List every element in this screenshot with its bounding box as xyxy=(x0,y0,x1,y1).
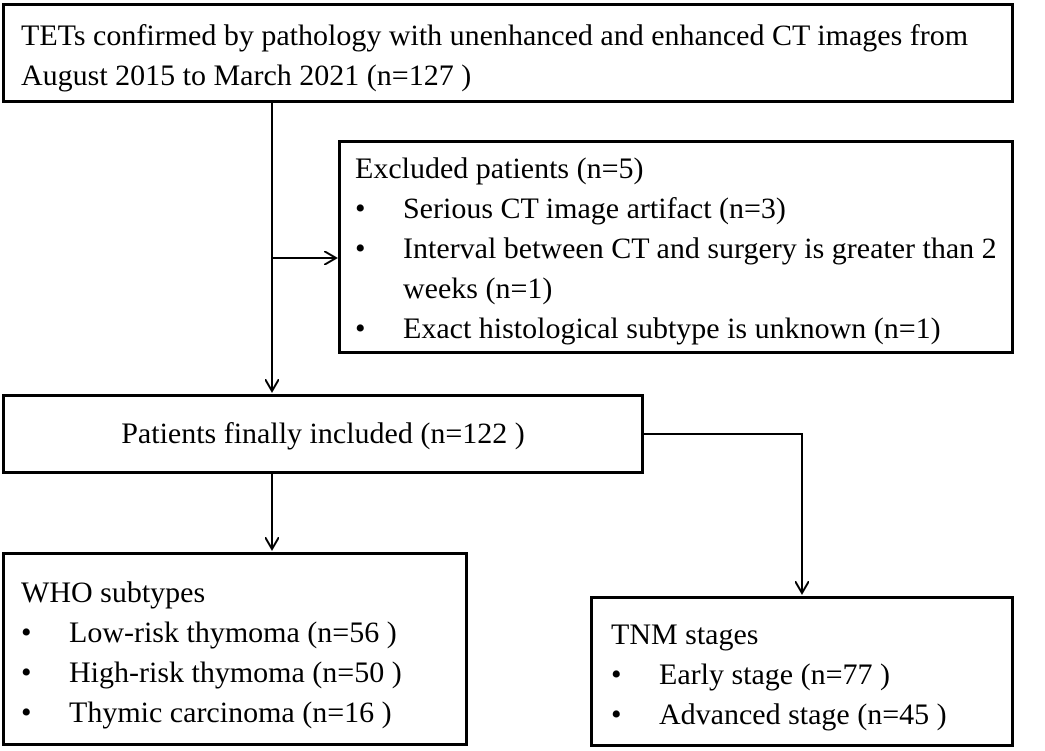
who-subtype-item: • Low-risk thymoma (n=56 ) xyxy=(21,613,465,653)
arrow-included-to-tnm xyxy=(644,433,802,593)
who-subtypes-list: • Low-risk thymoma (n=56 ) • High-risk t… xyxy=(21,613,465,733)
exclusion-reason-text: Serious CT image artifact (n=3) xyxy=(403,192,786,225)
bullet-icon: • xyxy=(611,658,622,691)
who-subtype-text: Low-risk thymoma (n=56 ) xyxy=(69,616,397,649)
excluded-patients-box: Excluded patients (n=5) • Serious CT ima… xyxy=(338,140,1014,354)
bullet-icon: • xyxy=(355,312,366,345)
who-subtype-item: • Thymic carcinoma (n=16 ) xyxy=(21,693,465,733)
exclusion-reason-item: • Exact histological subtype is unknown … xyxy=(355,309,1011,349)
bullet-icon: • xyxy=(355,232,366,265)
tnm-stage-text: Advanced stage (n=45 ) xyxy=(659,698,947,731)
exclusion-reason-item: • Interval between CT and surgery is gre… xyxy=(355,229,1011,309)
included-patients-text: Patients finally included (n=122 ) xyxy=(121,417,525,450)
exclusion-reason-text: Interval between CT and surgery is great… xyxy=(403,232,997,305)
tnm-stages-list: • Early stage (n=77 ) • Advanced stage (… xyxy=(611,655,1011,735)
tnm-stage-item: • Advanced stage (n=45 ) xyxy=(611,695,1011,735)
bullet-icon: • xyxy=(21,616,32,649)
source-population-text: TETs confirmed by pathology with unenhan… xyxy=(21,19,969,92)
exclusion-reasons-list: • Serious CT image artifact (n=3) • Inte… xyxy=(355,189,1011,349)
who-subtype-item: • High-risk thymoma (n=50 ) xyxy=(21,653,465,693)
included-patients-box: Patients finally included (n=122 ) xyxy=(2,394,644,474)
who-subtypes-box: WHO subtypes • Low-risk thymoma (n=56 ) … xyxy=(2,552,468,746)
tnm-stage-text: Early stage (n=77 ) xyxy=(659,658,891,691)
bullet-icon: • xyxy=(611,698,622,731)
tnm-stage-item: • Early stage (n=77 ) xyxy=(611,655,1011,695)
excluded-patients-title: Excluded patients (n=5) xyxy=(355,152,644,185)
bullet-icon: • xyxy=(21,656,32,689)
tnm-stages-title: TNM stages xyxy=(611,618,759,651)
exclusion-reason-text: Exact histological subtype is unknown (n… xyxy=(403,312,941,345)
tnm-stages-box: TNM stages • Early stage (n=77 ) • Advan… xyxy=(590,596,1014,747)
who-subtypes-title: WHO subtypes xyxy=(21,576,206,609)
bullet-icon: • xyxy=(355,192,366,225)
who-subtype-text: Thymic carcinoma (n=16 ) xyxy=(69,696,392,729)
bullet-icon: • xyxy=(21,696,32,729)
exclusion-reason-item: • Serious CT image artifact (n=3) xyxy=(355,189,1011,229)
who-subtype-text: High-risk thymoma (n=50 ) xyxy=(69,656,402,689)
source-population-box: TETs confirmed by pathology with unenhan… xyxy=(2,3,1014,103)
